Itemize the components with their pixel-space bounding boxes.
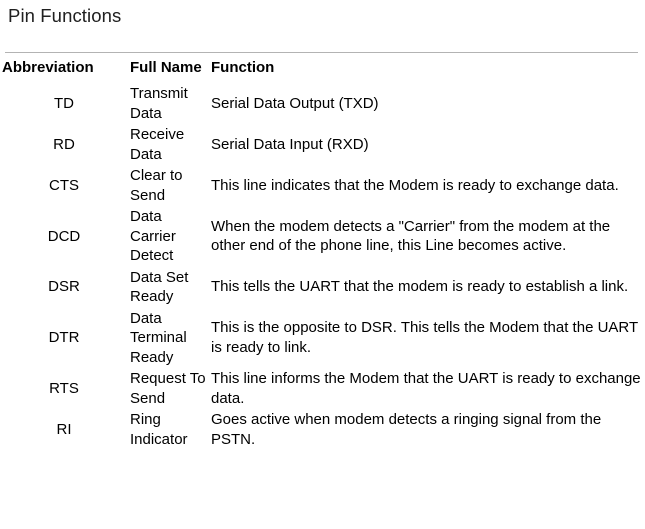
cell-full-name: Data Set Ready [130,268,189,306]
cell-abbreviation: DSR [48,278,80,296]
cell-full-name: Data Terminal Ready [130,309,187,366]
title-divider [5,52,638,53]
cell-full-name: Receive Data [130,126,185,163]
pin-functions-table: Abbreviation Full Name Function TD Trans… [0,58,645,450]
table-header: Abbreviation Full Name Function [0,58,645,83]
cell-function: This line informs the Modem that the UAR… [211,370,641,407]
table-row: DCD Data Carrier Detect When the modem d… [0,206,645,267]
cell-abbreviation: RD [53,135,75,153]
table-row: RD Receive Data Serial Data Input (RXD) [0,124,645,165]
cell-function: This line indicates that the Modem is re… [211,176,619,194]
page-title: Pin Functions [8,5,122,26]
cell-function: This is the opposite to DSR. This tells … [211,319,638,356]
table-row: TD Transmit Data Serial Data Output (TXD… [0,83,645,124]
table-row: DTR Data Terminal Ready This is the oppo… [0,308,645,369]
cell-full-name: Transmit Data [130,85,188,122]
table-body: TD Transmit Data Serial Data Output (TXD… [0,83,645,450]
cell-abbreviation: RTS [49,379,79,397]
cell-function: Serial Data Input (RXD) [211,135,369,153]
cell-abbreviation: DTR [48,329,80,346]
table-header-row: Abbreviation Full Name Function [0,58,645,83]
cell-abbreviation: CTS [49,176,79,194]
cell-full-name: Request To Send [130,370,206,407]
table-row: CTS Clear to Send This line indicates th… [0,165,645,206]
column-header-function: Function [211,59,275,76]
table-row: RTS Request To Send This line informs th… [0,368,645,409]
cell-full-name: Ring Indicator [130,411,188,448]
cell-full-name: Data Carrier Detect [130,208,176,264]
table-row: RI Ring Indicator Goes active when modem… [0,409,645,450]
cell-full-name: Clear to Send [130,167,183,204]
cell-abbreviation: DCD [47,227,81,245]
cell-function: Goes active when modem detects a ringing… [211,411,602,448]
column-header-abbreviation: Abbreviation [2,59,94,76]
cell-function: Serial Data Output (TXD) [211,94,379,112]
cell-abbreviation: TD [54,94,74,112]
cell-function: This tells the UART that the modem is re… [211,278,629,296]
column-header-full-name: Full Name [130,59,202,76]
cell-function: When the modem detects a "Carrier" from … [211,217,611,255]
pin-functions-table-container: Abbreviation Full Name Function TD Trans… [0,58,645,450]
cell-abbreviation: RI [56,420,72,438]
table-row: DSR Data Set Ready This tells the UART t… [0,267,645,308]
